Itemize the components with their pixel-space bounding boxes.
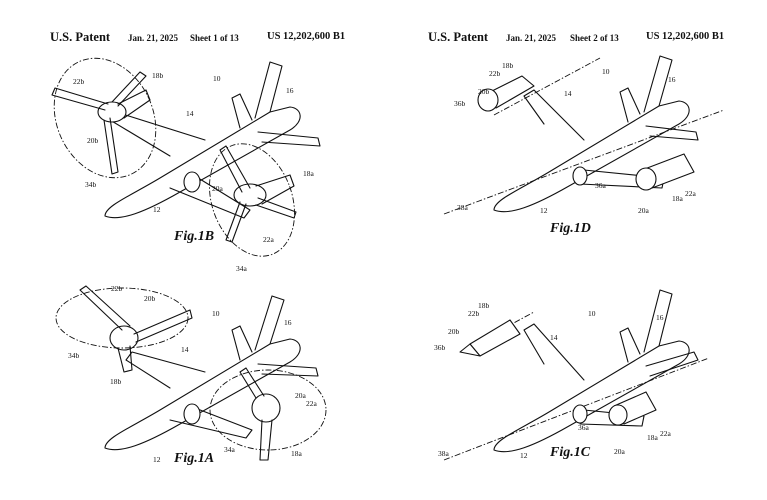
ref-label-20a: 20a [212, 184, 224, 193]
ref-label-14: 14 [181, 345, 189, 354]
ref-label-20a: 20a [614, 447, 626, 456]
ref-label-22a: 22a [660, 429, 672, 438]
ref-label-20b: 20b [478, 87, 490, 96]
ref-label-18a: 18a [291, 449, 303, 458]
ref-label-36b: 36b [454, 99, 466, 108]
patent-date: Jan. 21, 2025 [128, 33, 179, 43]
ref-label-36a: 36a [578, 423, 590, 432]
ref-label-20a: 20a [638, 206, 650, 215]
ref-label-22a: 22a [306, 399, 318, 408]
ref-label-12: 12 [153, 205, 161, 214]
ref-label-14: 14 [564, 89, 572, 98]
ref-label-22a: 22a [263, 235, 275, 244]
ref-label-16: 16 [668, 75, 676, 84]
ref-label-20b: 20b [144, 294, 156, 303]
figure-1c-drawing [443, 289, 710, 461]
ref-label-10: 10 [588, 309, 596, 318]
sheet-header: U.S. Patent Jan. 21, 2025 Sheet 2 of 13 … [384, 30, 767, 46]
ref-label-22b: 22b [489, 69, 501, 78]
figure-1a-drawing [55, 285, 327, 461]
patent-office-label: U.S. Patent [428, 30, 489, 44]
ref-label-18b: 18b [110, 377, 122, 386]
figure-caption: Fig.1C [549, 445, 591, 460]
ref-label-18b: 18b [502, 61, 514, 70]
ref-label-10: 10 [212, 309, 220, 318]
ref-label-36a: 36a [595, 181, 607, 190]
ref-label-38a: 38a [457, 203, 469, 212]
ref-label-20b: 20b [448, 327, 460, 336]
ref-label-22b: 22b [468, 309, 480, 318]
ref-label-10: 10 [602, 67, 610, 76]
ref-label-16: 16 [286, 86, 294, 95]
patent-number: US 12,202,600 B1 [267, 31, 346, 42]
ref-label-18b: 18b [478, 301, 490, 310]
ref-label-12: 12 [540, 206, 548, 215]
patent-office-label: U.S. Patent [50, 30, 111, 44]
figure-caption: Fig.1D [549, 221, 591, 236]
figure-caption: Fig.1B [173, 229, 214, 244]
patent-number: US 12,202,600 B1 [646, 31, 725, 42]
ref-label-34a: 34a [224, 445, 236, 454]
ref-label-22b: 22b [111, 284, 123, 293]
patent-date: Jan. 21, 2025 [506, 33, 557, 43]
ref-label-34b: 34b [68, 351, 80, 360]
ref-label-20a: 20a [295, 391, 307, 400]
figure-1d-drawing [443, 55, 725, 215]
ref-label-12: 12 [520, 451, 528, 460]
ref-label-22a: 22a [685, 189, 697, 198]
ref-label-34a: 34a [236, 264, 248, 273]
figure-caption: Fig.1A [173, 451, 214, 466]
figure-1b-drawing [51, 57, 321, 257]
ref-label-36b: 36b [434, 343, 446, 352]
sheet-number: Sheet 2 of 13 [570, 33, 619, 43]
ref-label-38a: 38a [438, 449, 450, 458]
ref-label-16: 16 [284, 318, 292, 327]
patent-sheet-2: U.S. Patent Jan. 21, 2025 Sheet 2 of 13 … [384, 0, 767, 500]
ref-label-14: 14 [550, 333, 558, 342]
ref-label-34b: 34b [85, 180, 97, 189]
ref-label-14: 14 [186, 109, 194, 118]
sheet-number: Sheet 1 of 13 [190, 33, 239, 43]
ref-label-10: 10 [213, 74, 221, 83]
ref-label-18a: 18a [303, 169, 315, 178]
ref-label-22b: 22b [73, 77, 85, 86]
ref-label-12: 12 [153, 455, 161, 464]
ref-label-18a: 18a [672, 194, 684, 203]
ref-label-18a: 18a [647, 433, 659, 442]
ref-label-16: 16 [656, 313, 664, 322]
ref-label-18b: 18b [152, 71, 164, 80]
ref-label-20b: 20b [87, 136, 99, 145]
sheet-header: U.S. Patent Jan. 21, 2025 Sheet 1 of 13 … [0, 30, 383, 46]
patent-sheet-1: U.S. Patent Jan. 21, 2025 Sheet 1 of 13 … [0, 0, 383, 500]
